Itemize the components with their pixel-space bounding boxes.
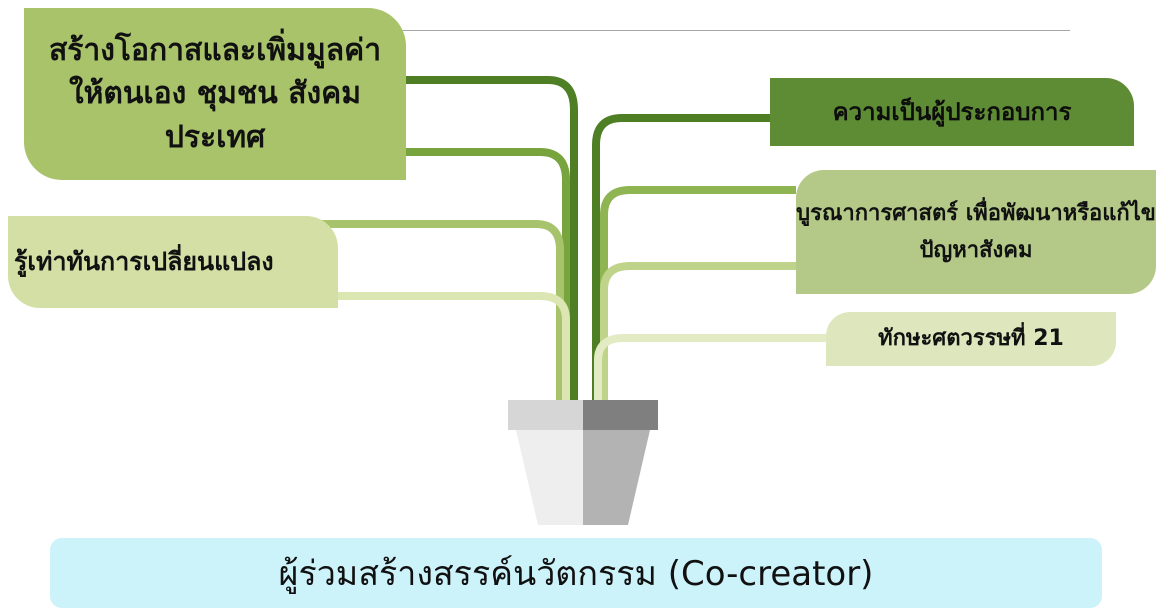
banner-title: ผู้ร่วมสร้างสรรค์นวัตกรรม (Co-creator) [278, 554, 874, 594]
top-divider-line [395, 30, 1070, 31]
branch-box-awareness: รู้เท่าทันการเปลี่ยนแปลง [8, 216, 338, 308]
branch-left-2 [406, 148, 570, 402]
branch-left-4 [338, 292, 570, 402]
branch-box-value-creation: สร้างโอกาสและเพิ่มมูลค่าให้ตนเอง ชุมชน ส… [24, 8, 406, 180]
branch-left-3 [290, 220, 564, 402]
branch-right-4 [594, 334, 826, 402]
branch-box-21st-century-skills: ทักษะศตวรรษที่ 21 [826, 312, 1116, 366]
branch-box-entrepreneurship: ความเป็นผู้ประกอบการ [770, 78, 1134, 146]
branch-label-21st-century-skills: ทักษะศตวรรษที่ 21 [878, 326, 1064, 352]
branch-label-integration: บูรณาการศาสตร์ เพื่อพัฒนาหรือแก้ไขปัญหาส… [796, 200, 1156, 263]
branch-right-3 [600, 262, 796, 402]
branch-label-entrepreneurship: ความเป็นผู้ประกอบการ [832, 97, 1072, 126]
branch-right-1 [592, 114, 770, 402]
branch-label-value-creation: สร้างโอกาสและเพิ่มมูลค่าให้ตนเอง ชุมชน ส… [48, 32, 382, 155]
branch-box-integration: บูรณาการศาสตร์ เพื่อพัฒนาหรือแก้ไขปัญหาส… [796, 170, 1156, 294]
co-creator-banner: ผู้ร่วมสร้างสรรค์นวัตกรรม (Co-creator) [50, 538, 1102, 608]
branch-right-2 [600, 186, 796, 402]
branch-label-awareness: รู้เท่าทันการเปลี่ยนแปลง [14, 246, 274, 276]
branch-left-1 [406, 76, 578, 402]
flower-pot-icon [508, 400, 658, 525]
